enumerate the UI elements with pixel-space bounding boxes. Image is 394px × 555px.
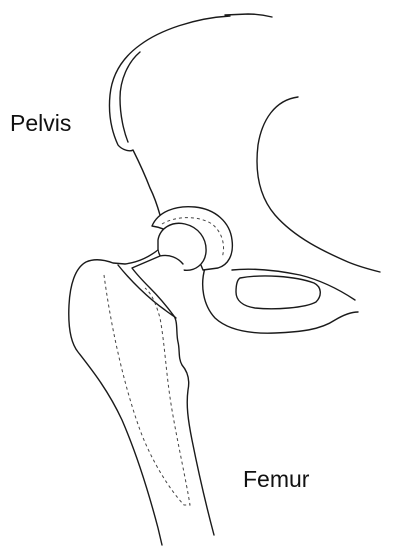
femur-outline <box>69 250 214 545</box>
pelvis-label: Pelvis <box>10 112 71 135</box>
femur-label: Femur <box>243 468 309 491</box>
pelvis-ischium-outline <box>232 97 380 300</box>
pelvis-crest-inner <box>120 52 140 142</box>
obturator-foramen <box>236 276 320 309</box>
pelvis-outline <box>109 14 272 215</box>
pubis-outline <box>203 268 358 333</box>
